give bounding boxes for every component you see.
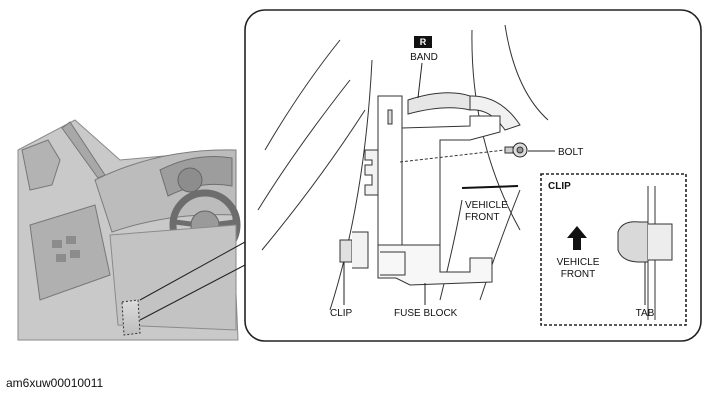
label-bolt: BOLT xyxy=(558,147,583,158)
label-tab: TAB xyxy=(636,308,655,319)
inset-vehicle-front-1: VEHICLE xyxy=(557,257,600,268)
label-clip: CLIP xyxy=(330,308,353,319)
leader-line-upper xyxy=(139,241,246,301)
figure-code: am6xuw00010011 xyxy=(6,376,104,390)
label-fuse-block: FUSE BLOCK xyxy=(394,308,458,319)
inset-vehicle-front-2: FRONT xyxy=(561,269,595,280)
tab-illustration xyxy=(617,186,673,320)
label-vehicle-front-main-2: FRONT xyxy=(465,212,499,223)
dashboard-overview-illustration xyxy=(17,119,241,341)
band-leader xyxy=(417,62,423,99)
label-vehicle-front-main-1: VEHICLE xyxy=(465,200,508,211)
clip-inset-title: CLIP xyxy=(548,181,571,192)
fuse-block-detail-illustration xyxy=(257,24,549,311)
callout-badge-label: R xyxy=(420,37,427,47)
callout-badge-box xyxy=(414,36,432,48)
label-band: BAND xyxy=(410,52,438,63)
vehicle-front-arrow-icon xyxy=(567,226,587,250)
leader-line-lower xyxy=(139,264,246,321)
